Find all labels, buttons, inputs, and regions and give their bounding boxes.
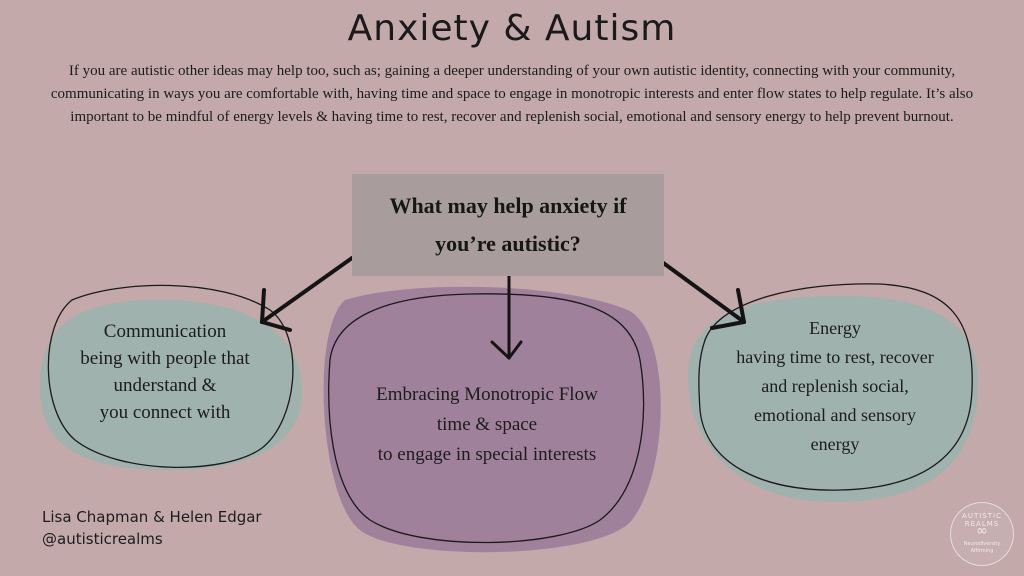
left-outline xyxy=(47,284,294,468)
logo-name: AUTISTIC REALMS xyxy=(962,512,1002,528)
node-line: Communication xyxy=(103,321,227,342)
logo-tagline: Neurodiversity xyxy=(963,541,1001,547)
autistic-realms-logo: AUTISTIC REALMS ∞ Neurodiversity Affirmi… xyxy=(950,502,1014,566)
right-blob xyxy=(687,295,978,503)
node-line: emotional and sensory xyxy=(754,405,916,425)
middle-outline xyxy=(328,293,645,544)
infinity-icon: ∞ xyxy=(976,523,988,539)
arrow-left-icon xyxy=(260,256,354,332)
node-line: having time to rest, recover xyxy=(736,347,934,367)
left-blob xyxy=(39,299,303,470)
middle-blob xyxy=(323,286,661,553)
node-line: Embracing Monotropic Flow xyxy=(376,384,598,405)
center-question: What may help anxiety if you’re autistic… xyxy=(389,193,627,256)
node-line: to engage in special interests xyxy=(377,444,597,465)
arrow-down-icon xyxy=(490,274,523,360)
logo-tagline: Affirming xyxy=(970,548,994,554)
page-title: Anxiety & Autism xyxy=(347,8,677,49)
node-line: understand & xyxy=(113,375,217,396)
credit-authors: Lisa Chapman & Helen Edgar xyxy=(42,508,262,526)
node-monotropic-flow: Embracing Monotropic Flow time & space t… xyxy=(342,380,632,470)
intro-paragraph: If you are autistic other ideas may help… xyxy=(50,63,974,125)
node-line: Energy xyxy=(809,318,861,338)
node-line: and replenish social, xyxy=(761,376,909,396)
center-question-box: What may help anxiety if you’re autistic… xyxy=(352,174,664,276)
credit: Lisa Chapman & Helen Edgar @autisticreal… xyxy=(42,506,292,550)
node-energy: Energy having time to rest, recover and … xyxy=(694,314,976,459)
node-line: being with people that xyxy=(80,348,250,369)
right-outline xyxy=(698,283,973,491)
node-line: you connect with xyxy=(99,402,231,423)
credit-handle: @autisticrealms xyxy=(42,530,163,548)
node-line: time & space xyxy=(436,414,538,435)
arrow-right-icon xyxy=(660,260,746,330)
node-line: energy xyxy=(810,434,860,454)
node-communication: Communication being with people that und… xyxy=(40,318,290,426)
